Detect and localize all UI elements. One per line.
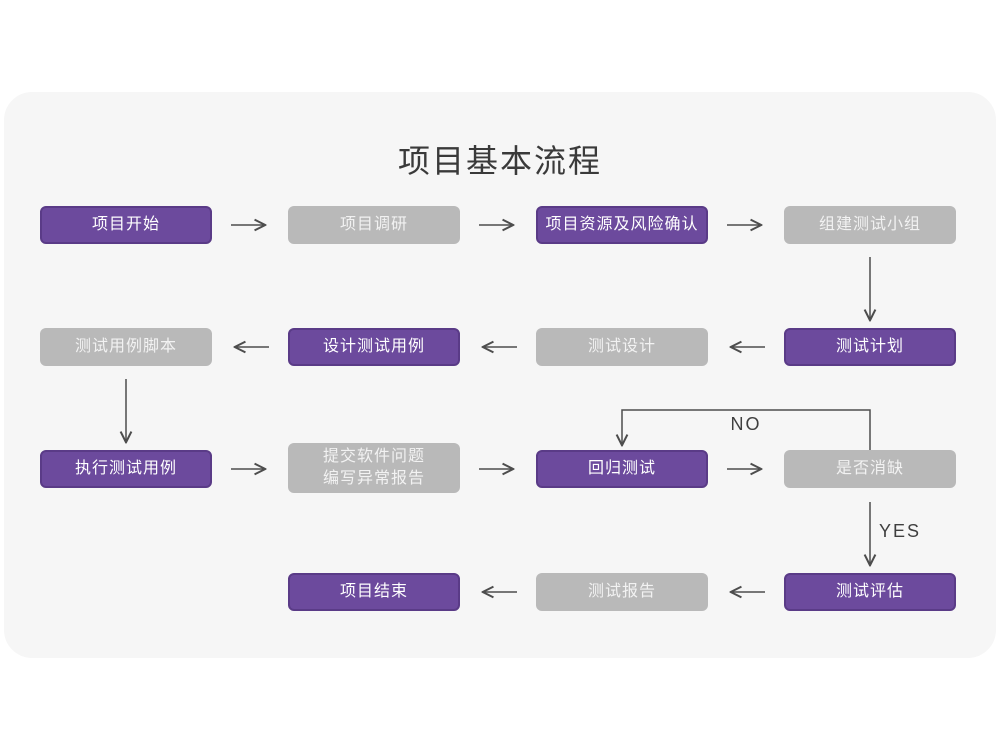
flow-node-execute-test-cases: 执行测试用例 [40, 450, 212, 488]
flow-node-resource-risk-confirm: 项目资源及风险确认 [536, 206, 708, 244]
flow-node-submit-issue-report: 提交软件问题 编写异常报告 [288, 443, 460, 493]
flow-node-project-end: 项目结束 [288, 573, 460, 611]
flow-node-test-evaluation: 测试评估 [784, 573, 956, 611]
flow-node-test-plan: 测试计划 [784, 328, 956, 366]
flow-node-test-design: 测试设计 [536, 328, 708, 366]
no-branch-label: NO [730, 414, 762, 434]
flow-node-defect-cleared: 是否消缺 [784, 450, 956, 488]
flow-node-design-test-cases: 设计测试用例 [288, 328, 460, 366]
flowchart-card [4, 92, 996, 658]
flow-node-regression-test: 回归测试 [536, 450, 708, 488]
flow-node-project-start: 项目开始 [40, 206, 212, 244]
page-title: 项目基本流程 [397, 143, 602, 179]
flow-node-test-case-script: 测试用例脚本 [40, 328, 212, 366]
flow-node-project-research: 项目调研 [288, 206, 460, 244]
yes-branch-label: YES [879, 521, 922, 541]
flow-node-test-report: 测试报告 [536, 573, 708, 611]
flow-node-form-test-team: 组建测试小组 [784, 206, 956, 244]
